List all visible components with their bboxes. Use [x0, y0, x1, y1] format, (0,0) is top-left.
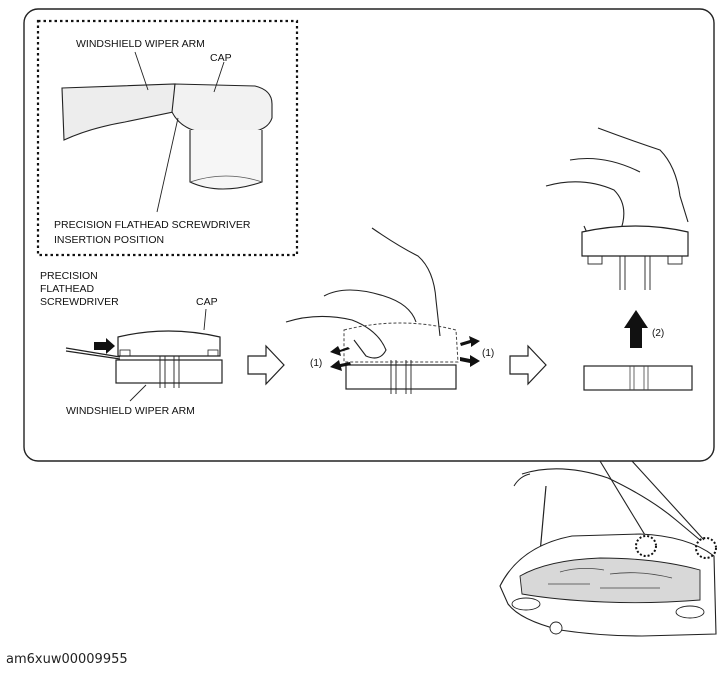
rock-arrow-lower-right	[460, 355, 480, 367]
step2-cap-dashed	[343, 322, 459, 363]
step3-remove-cap: (2)	[545, 127, 693, 391]
inset-insertion-label-line2: INSERTION POSITION	[54, 234, 164, 246]
headlight-left	[511, 597, 541, 611]
inset-detail: WINDSHIELD WIPER ARM CAP PRECISION FLATH…	[36, 19, 299, 257]
inset-dotted-frame	[36, 19, 299, 257]
engine-bay	[519, 557, 701, 604]
step1-cap-label: CAP	[196, 296, 218, 308]
inset-cap	[171, 83, 273, 133]
rock-arrow-upper-left	[330, 346, 350, 356]
step3-marker: (2)	[652, 328, 664, 339]
step1-cap	[117, 330, 221, 357]
step3-cap	[581, 225, 689, 257]
step1-wiper-arm-label: WINDSHIELD WIPER ARM	[66, 405, 195, 417]
step2-wiper-arm	[345, 364, 457, 390]
cap-location-right	[695, 537, 717, 559]
step2-marker-left: (1)	[310, 358, 322, 369]
step-arrow-2	[509, 344, 547, 386]
inset-wiper-arm	[61, 83, 176, 141]
step3-wiper-arm	[583, 365, 693, 391]
document-code: am6xuw00009955	[6, 652, 128, 667]
inset-insertion-label-line1: PRECISION FLATHEAD SCREWDRIVER	[54, 219, 251, 231]
step-arrow-1	[247, 344, 285, 386]
rock-arrow-lower-left	[330, 360, 351, 371]
lift-up-arrow	[624, 310, 648, 348]
push-arrow	[94, 338, 115, 354]
rock-arrow-upper-right	[460, 336, 480, 347]
inset-cap-body	[189, 130, 263, 190]
screwdriver-label-line1: PRECISION	[40, 270, 98, 282]
vehicle-illustration	[499, 468, 717, 637]
cap-location-left	[635, 535, 657, 557]
step2-hand	[285, 227, 441, 359]
step1-insert-screwdriver: PRECISION FLATHEAD SCREWDRIVER CAP WINDS…	[40, 270, 223, 417]
inset-cap-label: CAP	[210, 52, 232, 64]
step1-wiper-arm	[115, 359, 223, 384]
vehicle-emblem	[549, 621, 563, 635]
inset-wiper-arm-label: WINDSHIELD WIPER ARM	[76, 38, 205, 50]
screwdriver-label-line3: SCREWDRIVER	[40, 296, 119, 308]
screwdriver-label-line2: FLATHEAD	[40, 283, 94, 295]
step2-lift-cap: (1) (1)	[285, 227, 494, 394]
vehicle-hood	[521, 468, 701, 541]
headlight-right	[675, 605, 705, 619]
step2-marker-right: (1)	[482, 348, 494, 359]
